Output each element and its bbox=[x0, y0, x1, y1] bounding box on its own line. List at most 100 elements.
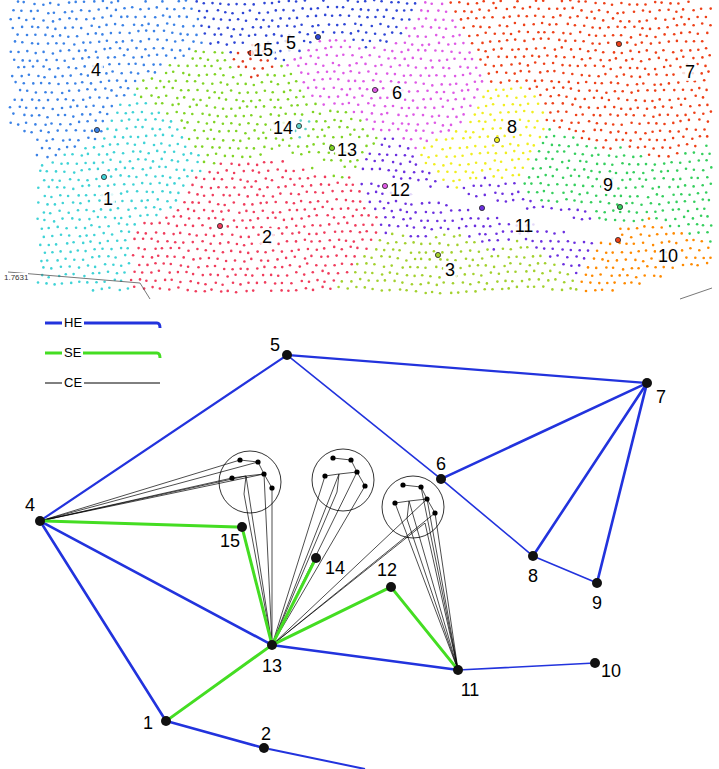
cloud-point bbox=[556, 7, 559, 10]
cloud-point bbox=[634, 43, 637, 46]
cloud-point bbox=[101, 16, 104, 19]
cloud-point bbox=[703, 79, 706, 82]
cloud-point bbox=[418, 18, 421, 21]
cloud-point bbox=[442, 106, 445, 109]
cloud-point bbox=[394, 57, 397, 60]
cloud-point bbox=[68, 1, 71, 4]
cloud-point bbox=[231, 12, 234, 15]
cloud-point bbox=[332, 62, 335, 65]
cloud-point bbox=[139, 8, 142, 11]
cloud-point bbox=[651, 100, 654, 103]
cloud-point bbox=[102, 120, 105, 123]
cloud-point bbox=[307, 177, 310, 180]
cloud-point bbox=[380, 64, 383, 67]
cloud-point bbox=[669, 130, 672, 133]
cloud-point bbox=[203, 178, 206, 181]
cloud-point bbox=[333, 102, 336, 105]
cloud-point bbox=[271, 2, 274, 5]
cloud-point bbox=[686, 143, 689, 146]
cloud-point bbox=[592, 114, 595, 117]
cloud-point bbox=[337, 78, 340, 81]
cloud-point bbox=[352, 184, 355, 187]
cloud-point bbox=[581, 113, 584, 116]
cloud-point bbox=[472, 131, 475, 134]
cloud-point bbox=[547, 38, 550, 41]
cloud-point bbox=[52, 138, 55, 141]
cloud-point bbox=[558, 94, 561, 97]
cloud-point bbox=[677, 97, 680, 100]
cloud-point bbox=[224, 11, 227, 14]
cloud-point bbox=[501, 145, 504, 148]
cloud-point bbox=[288, 17, 291, 20]
cloud-point bbox=[333, 175, 336, 178]
cloud-point bbox=[620, 34, 623, 37]
cloud-point bbox=[431, 132, 434, 135]
cloud-point bbox=[353, 111, 356, 114]
cloud-point bbox=[506, 25, 509, 28]
cloud-point bbox=[225, 169, 228, 172]
cloud-point bbox=[530, 182, 533, 185]
cloud-point bbox=[595, 34, 598, 37]
cloud-point bbox=[106, 113, 109, 116]
cloud-point bbox=[327, 6, 330, 9]
cloud-point bbox=[95, 178, 98, 181]
cloud-point bbox=[194, 50, 197, 53]
cloud-point bbox=[93, 17, 96, 20]
cloud-point bbox=[201, 112, 204, 115]
cloud-point bbox=[669, 2, 672, 5]
cloud-point bbox=[583, 98, 586, 101]
cloud-point bbox=[11, 75, 14, 78]
cloud-point bbox=[83, 65, 86, 68]
cloud-point bbox=[255, 18, 258, 21]
cloud-point bbox=[431, 84, 434, 87]
cloud-point bbox=[259, 153, 262, 156]
cloud-point bbox=[635, 99, 638, 102]
cloud-point bbox=[698, 104, 701, 107]
cloud-point bbox=[253, 129, 256, 132]
cloud-point bbox=[450, 162, 453, 165]
cloud-point bbox=[342, 6, 345, 9]
cloud-point bbox=[569, 33, 572, 36]
cloud-point bbox=[695, 128, 698, 131]
cloud-point bbox=[634, 186, 637, 189]
cloud-point bbox=[137, 119, 140, 122]
cloud-point bbox=[360, 183, 363, 186]
cloud-point bbox=[476, 34, 479, 37]
cloud-point bbox=[348, 15, 351, 18]
cloud-point bbox=[47, 42, 50, 45]
cloud-point bbox=[175, 111, 178, 114]
cloud-point bbox=[67, 162, 70, 165]
cloud-point bbox=[120, 72, 123, 75]
cloud-point bbox=[401, 18, 404, 21]
cloud-point bbox=[667, 155, 670, 158]
cloud-point bbox=[208, 26, 211, 29]
cloud-point bbox=[344, 39, 347, 42]
cloud-point bbox=[602, 65, 605, 68]
cloud-point bbox=[119, 103, 122, 106]
cloud-point bbox=[14, 40, 17, 43]
cloud-point bbox=[672, 51, 675, 54]
cloud-point bbox=[578, 193, 581, 196]
cloud-point bbox=[590, 170, 593, 173]
cloud-point bbox=[171, 104, 174, 107]
cloud-point bbox=[415, 129, 418, 132]
cloud-point bbox=[307, 87, 310, 90]
cloud-point bbox=[386, 97, 389, 100]
cloud-point bbox=[639, 138, 642, 141]
cloud-point bbox=[204, 32, 207, 35]
cloud-point bbox=[526, 15, 529, 18]
cloud-point bbox=[426, 140, 429, 143]
cloud-point bbox=[241, 28, 244, 31]
cloud-point bbox=[235, 130, 238, 133]
cloud-point bbox=[453, 58, 456, 61]
cloud-point bbox=[152, 160, 155, 163]
cloud-point bbox=[71, 10, 74, 13]
cloud-point bbox=[190, 8, 193, 11]
cloud-point bbox=[573, 56, 576, 59]
cloud-point bbox=[107, 185, 110, 188]
cloud-point bbox=[85, 18, 88, 21]
cloud-point bbox=[69, 178, 72, 181]
cloud-point bbox=[438, 59, 441, 62]
cloud-point bbox=[387, 169, 390, 172]
cloud-point bbox=[628, 20, 631, 23]
